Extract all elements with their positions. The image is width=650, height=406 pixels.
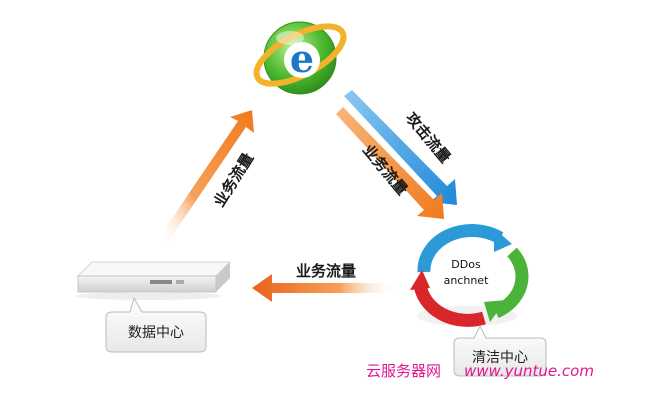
business-flow-arrow-down: [336, 107, 444, 219]
ddos-title: DDos: [451, 258, 481, 271]
attack-flow-arrow: [344, 90, 457, 205]
cleaning-center-callout: 清洁中心: [453, 324, 547, 377]
svg-text:e: e: [290, 36, 314, 81]
business-flow-arrow-left: [252, 274, 398, 302]
business-flow-arrow-up: [160, 110, 254, 242]
internet-explorer-icon: e: [253, 21, 347, 95]
watermark-brand: 云服务器网: [366, 362, 441, 380]
datacenter-label: 数据中心: [128, 325, 184, 341]
business-flow-label-bottom: 业务流量: [296, 262, 356, 280]
ddos-subtitle: anchnet: [444, 274, 489, 287]
server-icon: [76, 261, 232, 300]
datacenter-callout: 数据中心: [105, 296, 207, 353]
cleaning-center-label: 清洁中心: [472, 350, 528, 366]
cycle-arrows-icon: DDos anchnet: [410, 223, 529, 327]
watermark-url: www.yuntue.com: [464, 362, 594, 380]
